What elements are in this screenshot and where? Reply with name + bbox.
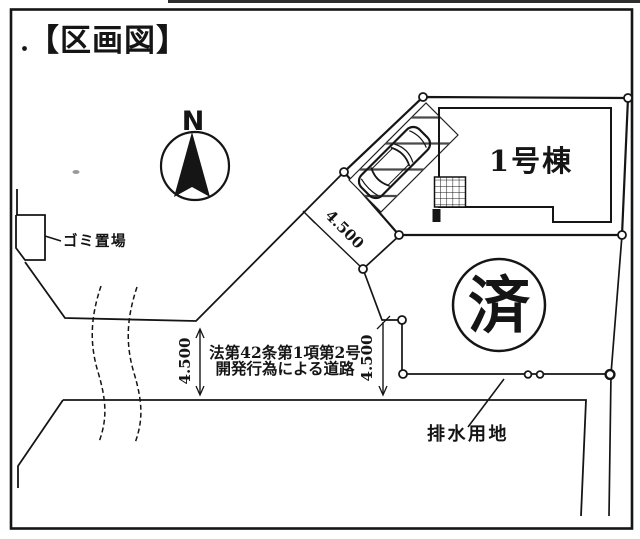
drainage-annotation: 排水用地 xyxy=(427,378,509,445)
break-mark-icon xyxy=(91,285,142,444)
dimension-arrows xyxy=(376,315,391,397)
dimension-tick xyxy=(302,210,316,224)
parking-stall xyxy=(348,102,459,213)
garbage-station: ゴミ置場 xyxy=(15,189,127,261)
compass-north-label: N xyxy=(182,106,205,137)
car-windshield xyxy=(390,146,411,167)
ink-dot xyxy=(22,46,27,51)
break-wave-left xyxy=(91,285,106,443)
scan-artifact-line xyxy=(168,0,640,3)
car-rear-window xyxy=(370,167,390,187)
car-body xyxy=(357,125,432,200)
road-lower-edge xyxy=(63,399,587,517)
approach-road-east-edge xyxy=(362,234,401,270)
car-roof-lines xyxy=(371,148,409,186)
compass-needle xyxy=(174,132,210,197)
road-law-line1: 法第42条第1項第2号 xyxy=(209,343,361,362)
car-icon xyxy=(357,125,432,200)
road-law-line2: 開発行為による道路 xyxy=(215,359,355,378)
plot-outline-stippled xyxy=(342,95,630,237)
dimension-arrows xyxy=(195,327,205,397)
dimension-line xyxy=(308,216,364,270)
entrance-tile-grid xyxy=(433,176,467,208)
page-title: 【区画図】 xyxy=(28,23,188,59)
garbage-leader-line xyxy=(44,235,62,242)
south-road-dimension: 4.500 xyxy=(358,315,391,397)
road-left-edge xyxy=(17,399,64,488)
south-road-width-value: 4.500 xyxy=(358,335,376,382)
west-road-dimension: 4.500 xyxy=(176,327,205,397)
road-boundary-lines xyxy=(17,171,587,517)
sold-mark-label: 済 xyxy=(468,269,531,342)
break-wave-right xyxy=(127,286,142,444)
sold-stamp: 済 xyxy=(451,257,547,353)
road-law-note: 法第42条第1項第2号 開発行為による道路 xyxy=(209,343,361,378)
building-name-label: 1号棟 xyxy=(489,144,573,178)
drainage-area-label: 排水用地 xyxy=(427,423,509,445)
drainage-leader-line xyxy=(467,378,505,428)
west-road-width-value: 4.500 xyxy=(176,338,194,385)
survey-point-markers xyxy=(339,92,633,381)
road-upper-edge xyxy=(24,171,345,322)
compass-circle xyxy=(159,130,231,202)
drawing-frame xyxy=(9,8,634,530)
garbage-box-icon xyxy=(15,189,46,261)
sold-lot-west-boundary xyxy=(362,268,403,374)
garbage-area-label: ゴミ置場 xyxy=(63,232,127,250)
sold-stamp-circle xyxy=(451,257,547,353)
compass-icon: N xyxy=(159,106,231,202)
entrance-step xyxy=(432,209,441,222)
car-hood-line xyxy=(409,130,427,148)
car-trunk-line xyxy=(360,178,379,197)
scan-smudge xyxy=(72,170,80,174)
